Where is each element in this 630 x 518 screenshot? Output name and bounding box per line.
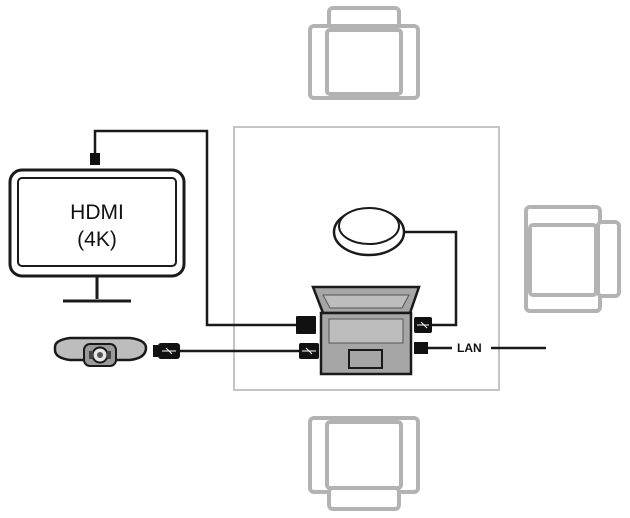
camera-usb-plug <box>153 343 180 359</box>
chair-right-icon <box>524 205 621 313</box>
monitor-icon: HDMI (4K) <box>8 168 186 303</box>
speakerphone-icon <box>332 207 406 257</box>
chair-top-icon <box>308 6 420 100</box>
lan-plug <box>414 342 428 354</box>
hdmi-plug-laptop <box>296 316 316 334</box>
hdmi-plug-monitor <box>90 153 100 165</box>
lan-label: LAN <box>457 341 482 355</box>
laptop-icon <box>311 285 421 376</box>
monitor-label-line1: HDMI <box>70 201 124 224</box>
laptop-usb-plug-camera <box>299 343 319 359</box>
camera-icon <box>53 336 148 367</box>
laptop-usb-plug-speakerphone <box>414 317 432 333</box>
speakerphone-usb-cable <box>396 230 458 327</box>
monitor-label-line2: (4K) <box>77 228 117 251</box>
hdmi-cable <box>93 129 297 327</box>
chair-bottom-icon <box>308 416 420 511</box>
